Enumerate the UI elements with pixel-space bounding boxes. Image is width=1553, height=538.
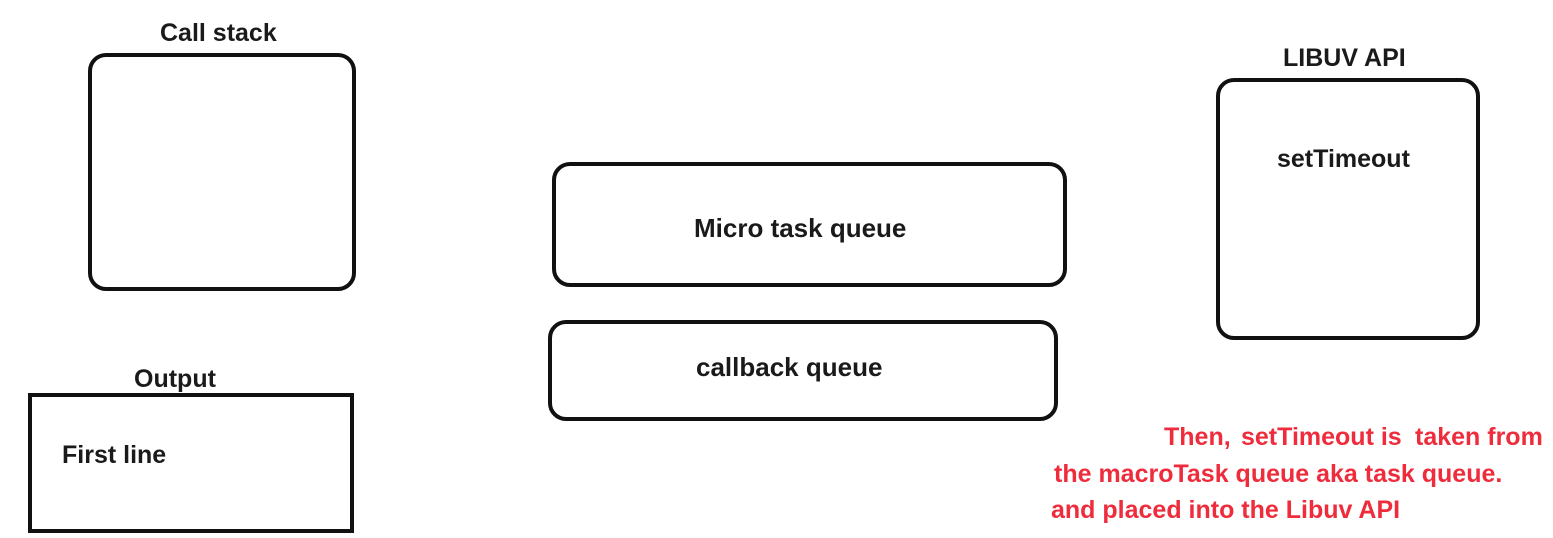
libuv-api-settimeout: setTimeout	[1277, 145, 1410, 173]
micro-task-queue-label: Micro task queue	[694, 213, 907, 243]
annotation-then: Then,	[1164, 423, 1231, 451]
libuv-api-title: LIBUV API	[1283, 44, 1406, 72]
callback-queue-label: callback queue	[696, 352, 883, 382]
output-line: First line	[62, 441, 167, 469]
micro-task-queue-box	[552, 162, 1067, 287]
annotation-line-3: and placed into the Libuv API	[1051, 496, 1401, 524]
libuv-api-box	[1216, 78, 1480, 340]
annotation-taken-from: taken from	[1415, 423, 1543, 451]
callback-queue-box	[548, 320, 1058, 421]
annotation-settimeout-is: setTimeout is	[1241, 423, 1402, 451]
annotation-line-2: the macroTask queue aka task queue.	[1054, 460, 1503, 488]
output-box	[28, 393, 354, 533]
call-stack-box	[88, 53, 356, 291]
output-title: Output	[134, 365, 216, 393]
call-stack-title: Call stack	[160, 19, 277, 47]
